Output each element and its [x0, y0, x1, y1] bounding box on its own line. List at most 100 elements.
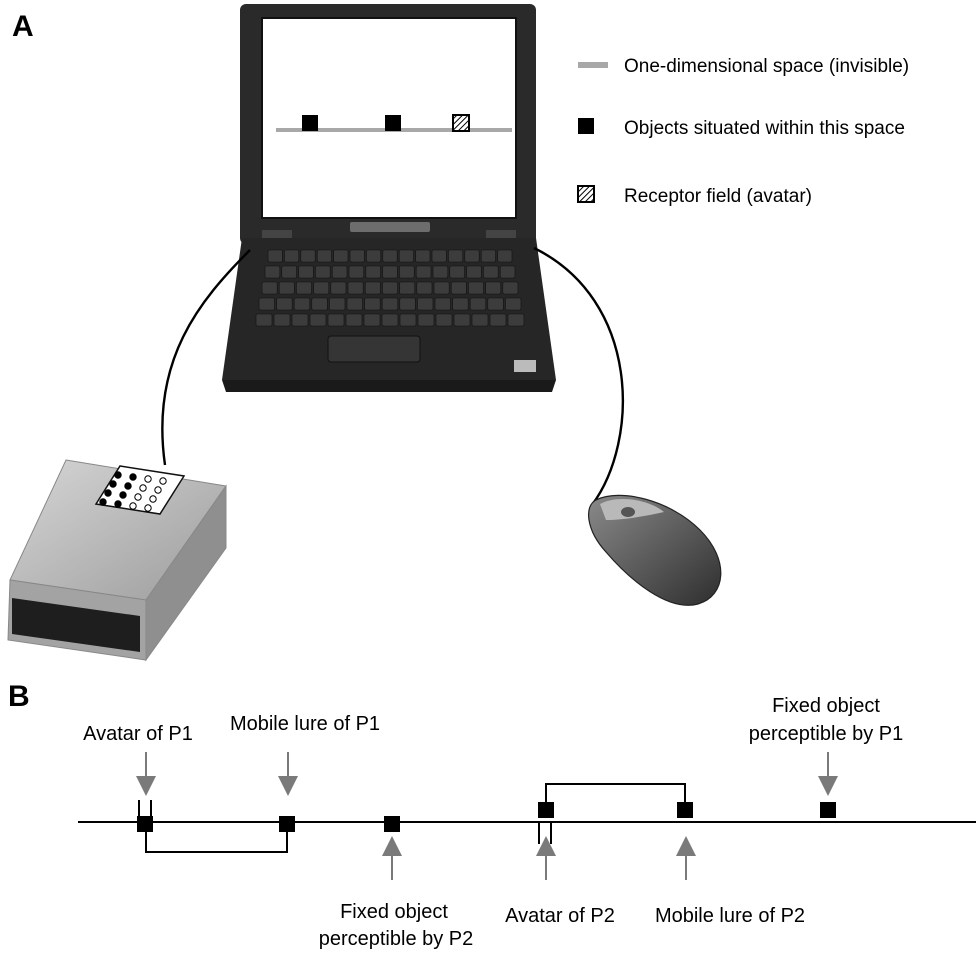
keyboard-key	[267, 249, 283, 263]
keyboard-key	[329, 297, 346, 311]
keyboard-key	[363, 313, 381, 327]
keyboard-key	[452, 297, 469, 311]
keyboard-key	[296, 281, 312, 295]
keyboard-key	[499, 265, 516, 279]
keyboard-key	[346, 297, 363, 311]
device-cable	[161, 249, 251, 466]
keyboard-key	[316, 249, 332, 263]
keyboard-key	[450, 281, 467, 295]
keyboard-key	[364, 297, 381, 311]
lure-p2-square	[677, 802, 693, 818]
keyboard-key	[258, 297, 275, 311]
keyboard-key	[264, 265, 281, 279]
keyboard-key	[415, 249, 431, 263]
keyboard-key	[366, 249, 382, 263]
keyboard-key	[415, 265, 432, 279]
label-lure-p1: Mobile lure of P1	[230, 713, 380, 735]
keyboard-key	[291, 313, 309, 327]
keyboard-key	[466, 265, 482, 279]
keyboard-key	[365, 265, 381, 279]
lure-p1-square	[279, 816, 295, 832]
tactile-device	[7, 459, 227, 662]
keyboard-key	[464, 249, 480, 263]
label-lure-p2: Mobile lure of P2	[655, 905, 805, 927]
keyboard-key	[345, 313, 363, 327]
keyboard-key	[417, 297, 434, 311]
screen-object-1	[302, 115, 318, 131]
legend-label-receptor: Receptor field (avatar)	[624, 186, 812, 207]
keyboard-key	[382, 281, 398, 295]
panel-b-letter: B	[8, 680, 30, 713]
label-fixed-p2-line2: perceptible by P2	[319, 928, 474, 950]
label-avatar-p2: Avatar of P2	[505, 905, 615, 927]
pin	[124, 482, 132, 490]
keyboard-key	[313, 281, 330, 295]
keyboard-key	[281, 265, 297, 279]
keyboard-key	[331, 265, 348, 279]
keyboard-key	[399, 265, 415, 279]
mouse	[588, 494, 722, 606]
keyboard-key	[261, 281, 278, 295]
label-fixed-p1-line2: perceptible by P1	[749, 723, 904, 745]
square-symbol	[578, 118, 594, 134]
touchpad	[327, 335, 421, 363]
legend: One-dimensional space (invisible) Object…	[577, 56, 909, 207]
keyboard-key	[381, 313, 399, 327]
keyboard-key	[469, 297, 487, 311]
keyboard-key	[364, 281, 381, 295]
label-avatar-p1: Avatar of P1	[83, 723, 193, 745]
keyboard-key	[434, 297, 451, 311]
keyboard-key	[435, 313, 453, 327]
keyboard-key	[416, 281, 433, 295]
keyboard-key	[330, 281, 347, 295]
screen-avatar	[452, 114, 470, 132]
screen-object-2	[385, 115, 401, 131]
keyboard-key	[348, 265, 365, 279]
legend-label-objects: Objects situated within this space	[624, 118, 905, 139]
pin	[129, 502, 137, 510]
keyboard-key	[398, 249, 414, 263]
keyboard-key	[311, 297, 328, 311]
fixed-object-p2	[384, 816, 400, 832]
pin	[144, 504, 152, 512]
avatar-p2-square	[538, 802, 554, 818]
keyboard-key	[399, 281, 416, 295]
keyboard-key	[449, 265, 465, 279]
label-fixed-p1-line1: Fixed object	[772, 695, 880, 717]
keyboard-key	[399, 297, 416, 311]
p2-connector	[545, 783, 686, 802]
keyboard-key	[497, 249, 513, 263]
pin	[99, 498, 107, 506]
keyboard-key	[255, 313, 273, 327]
keyboard-key	[471, 313, 489, 327]
pin	[109, 480, 117, 488]
pin	[119, 491, 127, 499]
pin	[144, 475, 152, 483]
hatched-square-symbol	[577, 185, 595, 203]
keyboard-key	[315, 265, 331, 279]
label-fixed-p2-line1: Fixed object	[340, 901, 448, 923]
keyboard-key	[433, 281, 450, 295]
keyboard-key	[284, 249, 300, 263]
keyboard-key	[448, 249, 464, 263]
keyboard-key	[417, 313, 435, 327]
keyboard-key	[333, 249, 349, 263]
keyboard-key	[327, 313, 345, 327]
keyboard-key	[453, 313, 471, 327]
keyboard-key	[483, 265, 499, 279]
keyboard-key	[298, 265, 314, 279]
avatar-p1-square	[137, 816, 153, 832]
keyboard-key	[278, 281, 295, 295]
keyboard-key	[505, 297, 522, 311]
pin	[149, 495, 157, 503]
pin	[134, 493, 142, 501]
keyboard-key	[431, 249, 447, 263]
legend-label-space: One-dimensional space (invisible)	[624, 56, 909, 77]
keyboard-key	[502, 281, 519, 295]
keyboard-key	[432, 265, 449, 279]
pin	[114, 500, 122, 508]
laptop	[222, 4, 556, 392]
keyboard-key	[349, 249, 365, 263]
keyboard	[255, 249, 525, 327]
